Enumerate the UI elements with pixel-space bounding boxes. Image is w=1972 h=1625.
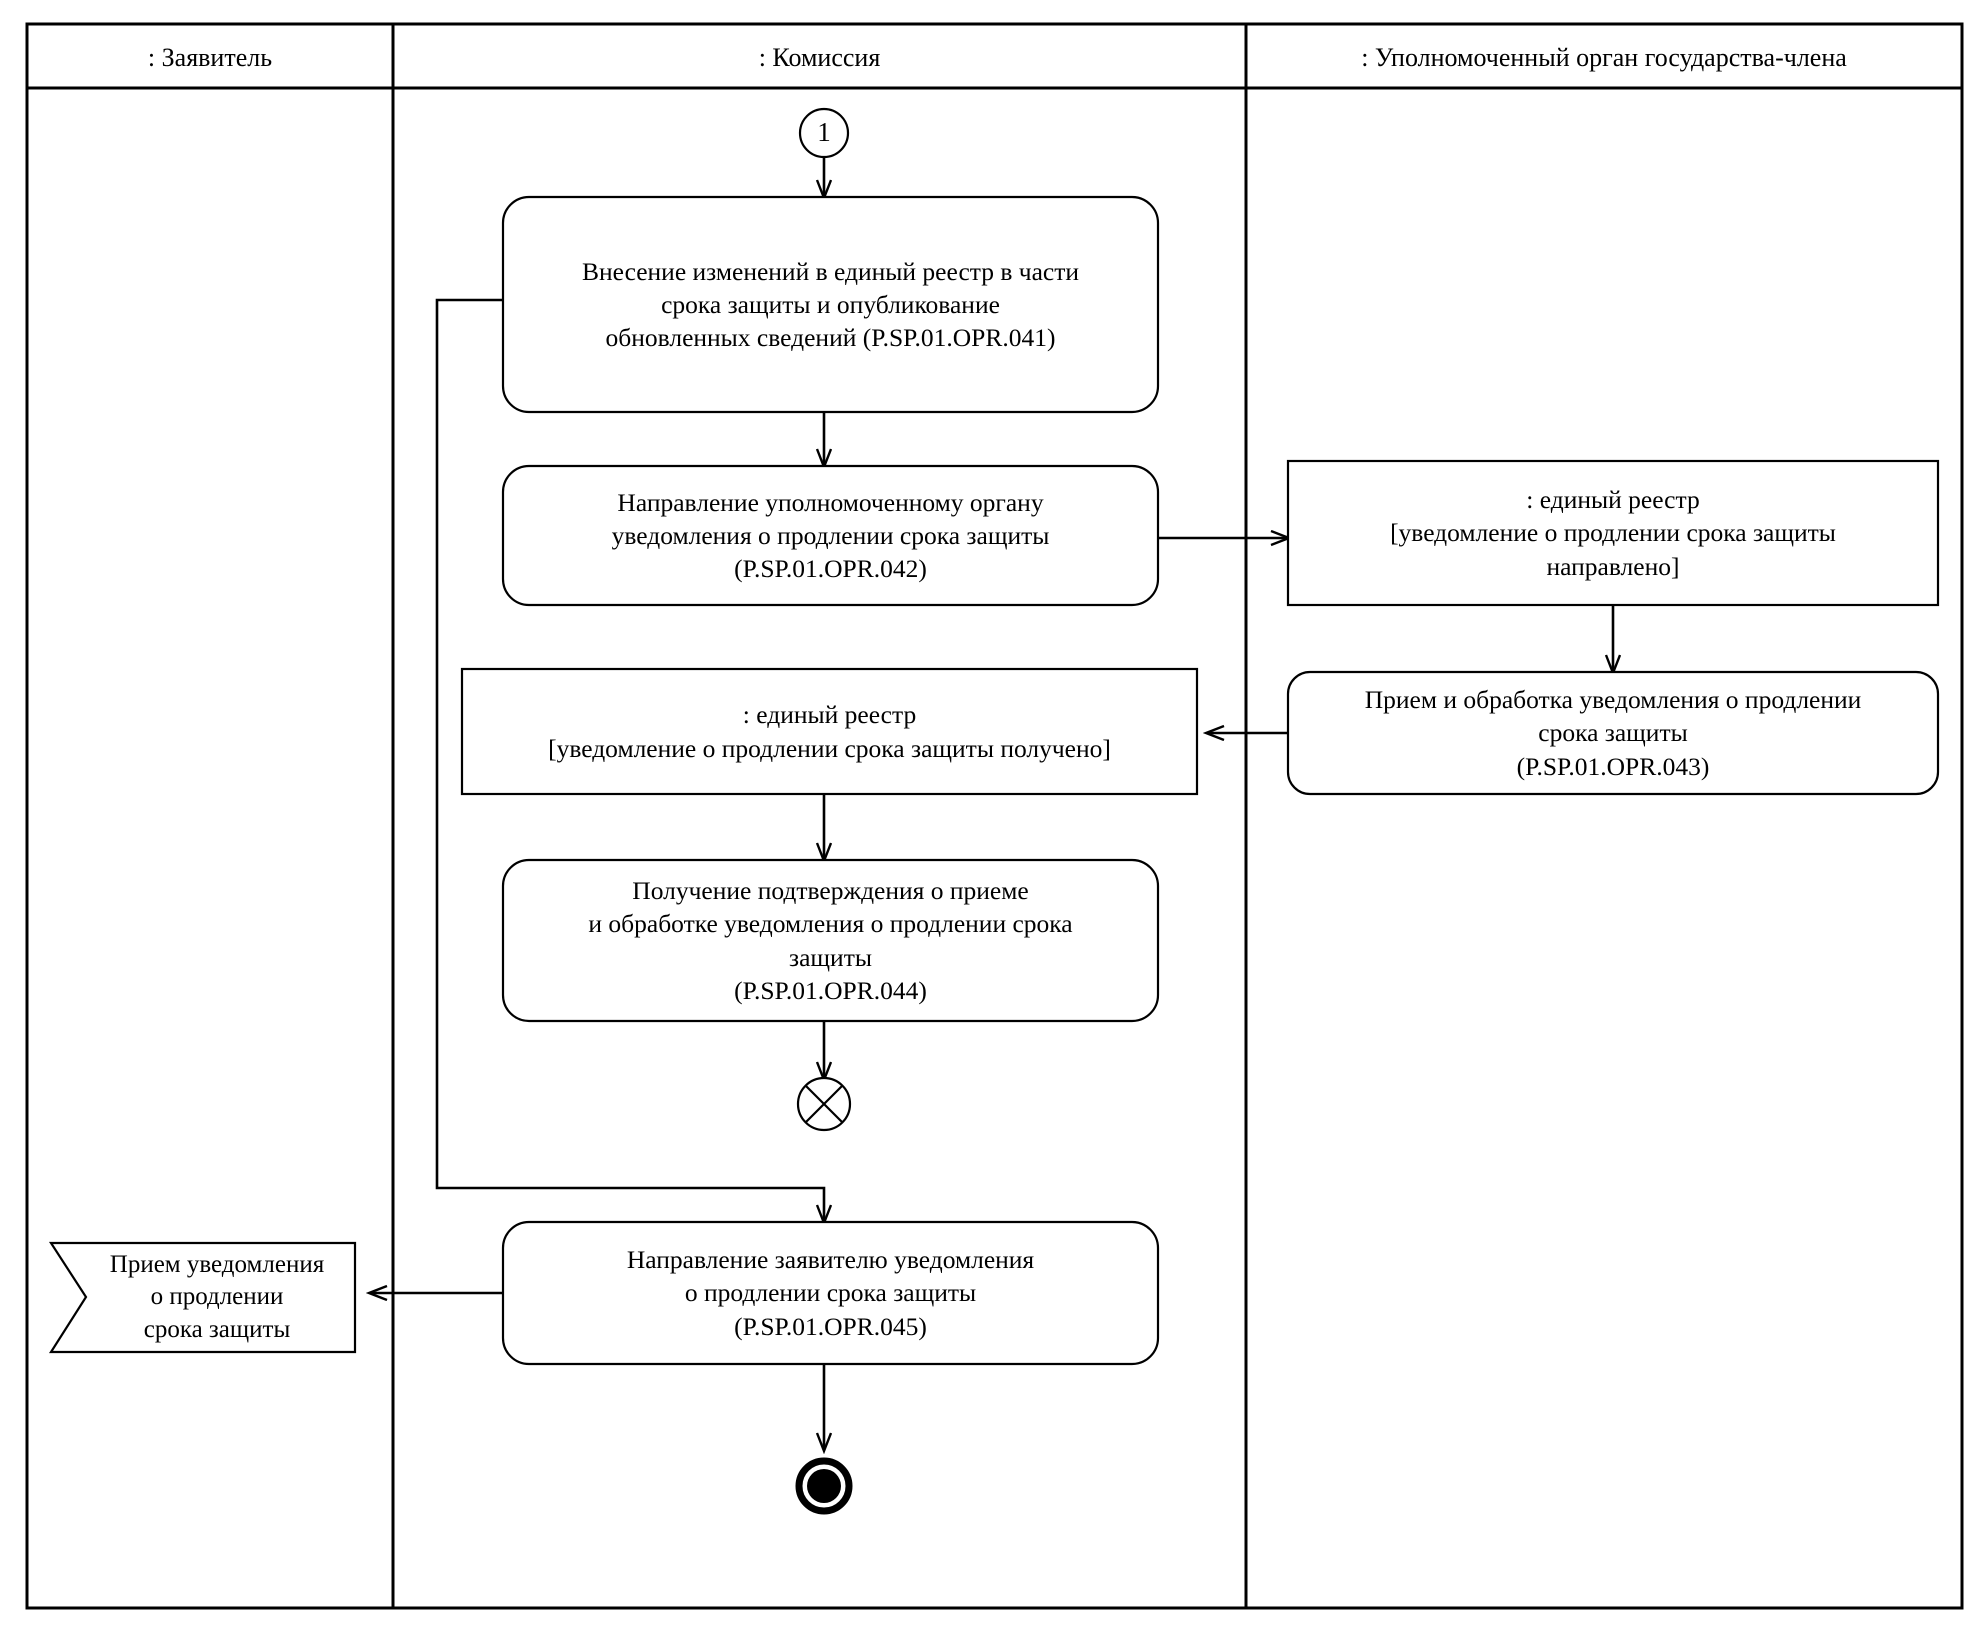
flow-final-node: [796, 1076, 852, 1132]
action-node-044-shape[interactable]: [501, 858, 1160, 1023]
edge-act041-loopback-to-act045: [435, 298, 824, 1222]
accept-signal-node-shape[interactable]: [48, 1241, 357, 1354]
action-node-045-shape[interactable]: [501, 1220, 1160, 1366]
activity-final-node: [795, 1457, 853, 1515]
lane-title-authorized-body: : Уполномоченный орган государства-члена: [1361, 43, 1847, 72]
swimlane-frame: [25, 22, 1964, 1610]
lane-title-commission: : Комиссия: [758, 43, 881, 72]
action-node-042-shape[interactable]: [501, 464, 1160, 607]
object-node-register-received-shape[interactable]: [460, 667, 1199, 796]
object-node-register-sent-shape[interactable]: [1286, 459, 1940, 607]
action-node-043-shape[interactable]: [1286, 670, 1940, 796]
action-node-041-shape[interactable]: [501, 195, 1160, 414]
entry-connector-label: 1: [817, 117, 831, 147]
lane-title-applicant: : Заявитель: [147, 43, 273, 72]
